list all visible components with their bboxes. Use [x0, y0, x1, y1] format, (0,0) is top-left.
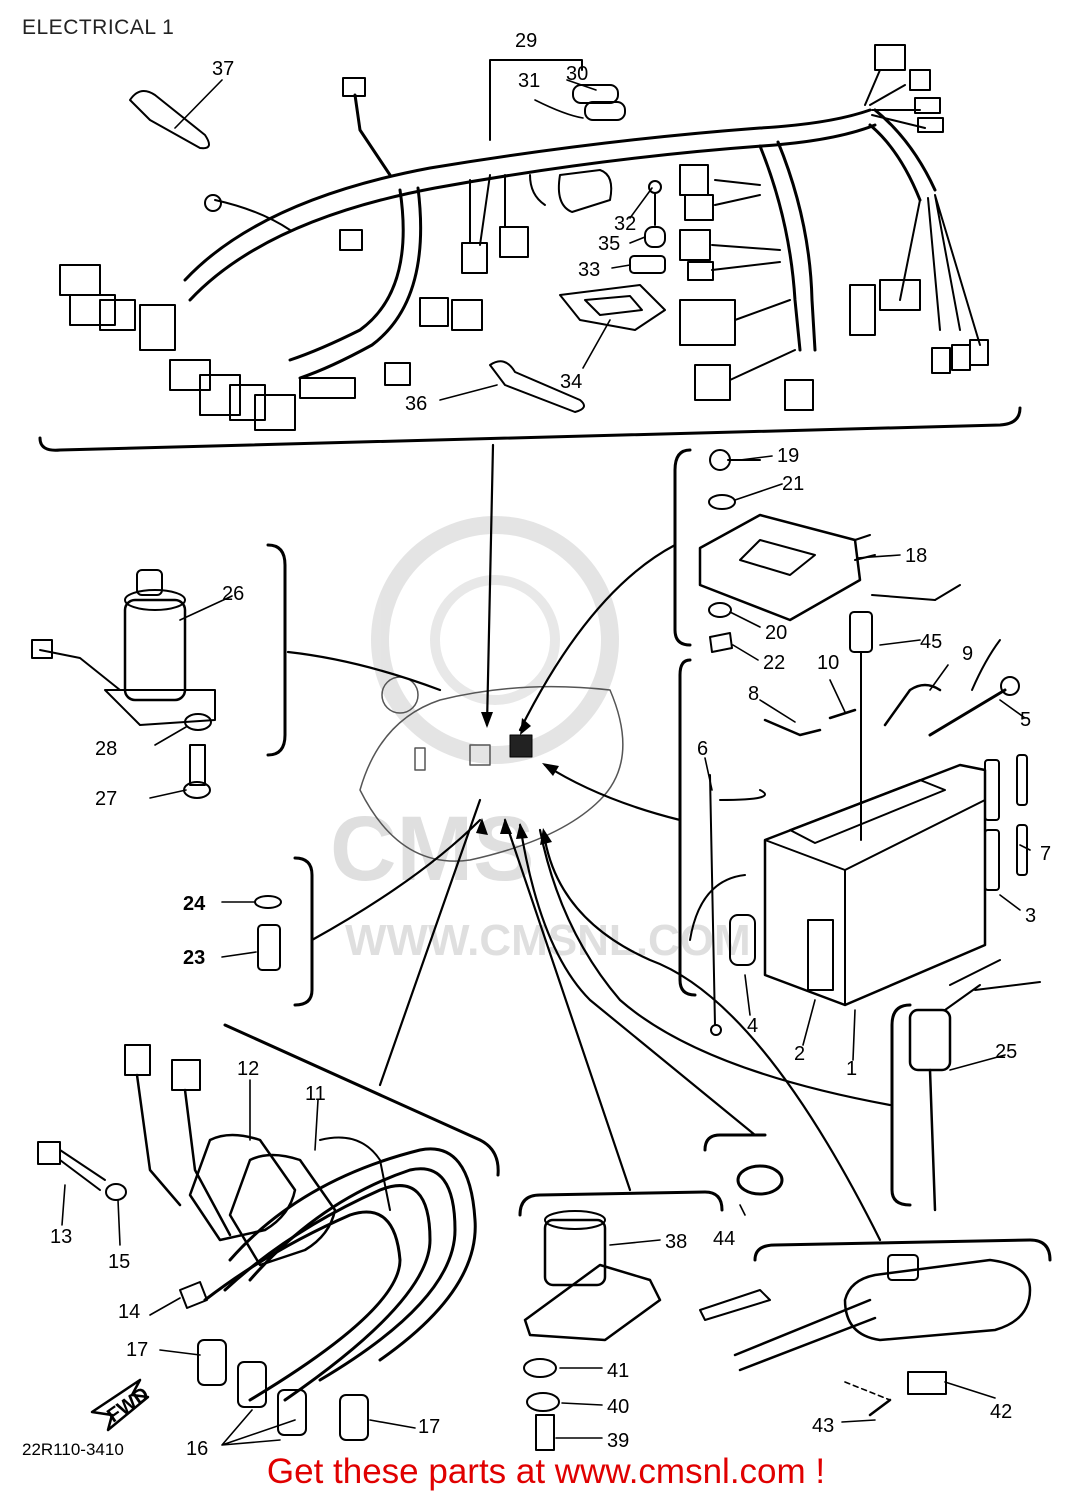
callout-7: 7: [1040, 843, 1051, 865]
wire-harness-group: [38, 44, 1022, 452]
callout-labels: 29 31 30 37 32 35 33 34 36 19 21 18 20 2…: [22, 30, 1051, 1460]
starter-relay-group: [518, 1190, 724, 1451]
callout-40: 40: [607, 1396, 629, 1418]
promo-link[interactable]: Get these parts at www.cmsnl.com !: [266, 1452, 826, 1491]
callout-37: 37: [212, 58, 234, 80]
callout-10: 10: [817, 652, 839, 674]
callout-17a: 17: [126, 1339, 148, 1361]
callout-39: 39: [607, 1430, 629, 1452]
callout-14: 14: [118, 1301, 140, 1323]
callout-3: 3: [1025, 905, 1036, 927]
callout-34: 34: [560, 371, 582, 393]
callout-13: 13: [50, 1226, 72, 1248]
cdi-unit-group: [673, 448, 901, 661]
callout-31: 31: [518, 70, 540, 92]
neutral-switch-group: [221, 856, 314, 1007]
page-title: ELECTRICAL 1: [22, 16, 175, 39]
callout-19: 19: [777, 445, 799, 467]
callout-2: 2: [794, 1043, 805, 1065]
reference-arrowheads: [476, 712, 559, 845]
callout-28: 28: [95, 738, 117, 760]
callout-8: 8: [748, 683, 759, 705]
watermark-url: WWW.CMSNL.COM: [345, 916, 751, 965]
watermark: CMS WWW.CMSNL.COM: [330, 516, 751, 965]
battery-group: [678, 584, 1031, 1061]
callout-43: 43: [812, 1415, 834, 1437]
callout-22: 22: [763, 652, 785, 674]
starter-motor-group: [699, 1238, 1052, 1423]
callout-21: 21: [782, 473, 804, 495]
fwd-label: FWD: [103, 1383, 153, 1427]
callout-16: 16: [186, 1438, 208, 1460]
main-switch-group: [31, 543, 287, 799]
callout-29: 29: [515, 30, 537, 52]
callout-4: 4: [747, 1015, 758, 1037]
callout-23: 23: [183, 947, 205, 969]
callout-18: 18: [905, 545, 927, 567]
callout-11: 11: [305, 1083, 326, 1105]
callout-17b: 17: [418, 1416, 440, 1438]
reference-lines: [286, 443, 892, 1242]
callout-32: 32: [614, 213, 636, 235]
ignition-coil-group: [37, 1023, 500, 1446]
callout-26: 26: [222, 583, 244, 605]
callout-5: 5: [1020, 709, 1031, 731]
callout-30: 30: [566, 63, 588, 85]
watermark-brand: CMS: [330, 798, 534, 900]
callout-15: 15: [108, 1251, 130, 1273]
hose-band-group: [703, 1133, 784, 1216]
callout-12: 12: [237, 1058, 259, 1080]
starter-lead-group: [890, 959, 1041, 1212]
motorcycle-outline: [359, 676, 624, 862]
callout-44: 44: [713, 1228, 735, 1250]
callout-1: 1: [846, 1058, 857, 1080]
callout-42: 42: [990, 1401, 1012, 1423]
diagram-code: 22R110-3410: [22, 1440, 124, 1459]
callout-36: 36: [405, 393, 427, 415]
callout-9: 9: [962, 643, 973, 665]
callout-33: 33: [578, 259, 600, 281]
callout-41: 41: [607, 1360, 629, 1382]
callout-35: 35: [598, 233, 620, 255]
callout-25: 25: [995, 1041, 1017, 1063]
callout-24: 24: [183, 893, 206, 915]
callout-20: 20: [765, 622, 787, 644]
callout-45: 45: [920, 631, 942, 653]
callout-6: 6: [697, 738, 708, 760]
callout-27: 27: [95, 788, 117, 810]
callout-38: 38: [665, 1231, 687, 1253]
